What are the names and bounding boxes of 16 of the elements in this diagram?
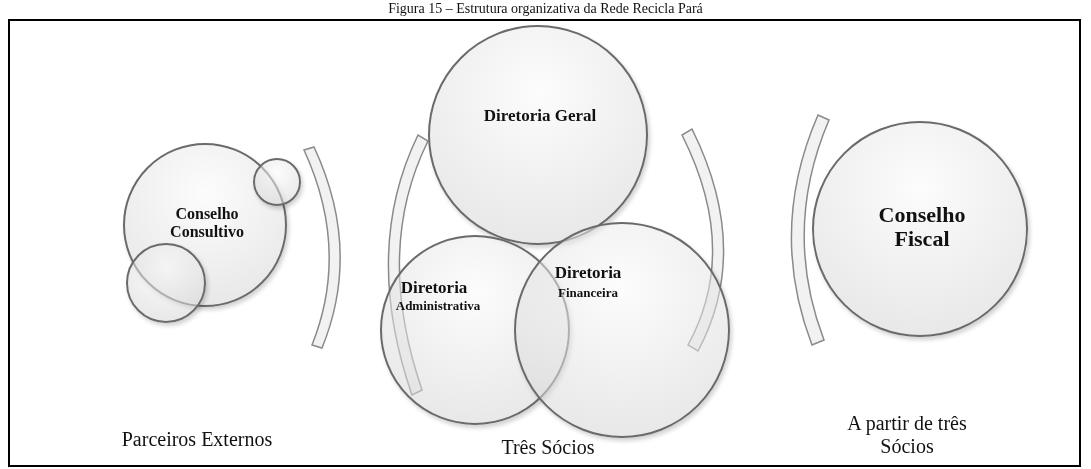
node-title: Diretoria bbox=[554, 264, 622, 283]
node-title: Diretoria Geral bbox=[483, 107, 597, 126]
node-title: Diretoria bbox=[400, 279, 468, 298]
bracket-arc bbox=[790, 114, 830, 346]
group-caption: A partir de três Sócios bbox=[846, 412, 968, 458]
bracket-arc bbox=[303, 146, 341, 349]
circle-shape bbox=[126, 243, 206, 323]
node-title: Conselho Consultivo bbox=[169, 205, 245, 241]
node-title: Conselho Fiscal bbox=[877, 203, 967, 252]
group-caption: Três Sócios bbox=[500, 436, 596, 459]
node-subtitle: Financeira bbox=[558, 286, 618, 301]
figure-title: Figura 15 – Estrutura organizativa da Rede Recicla Pará bbox=[387, 1, 704, 17]
group-caption: Parceiros Externos bbox=[120, 428, 274, 451]
node-subtitle: Administrativa bbox=[395, 299, 481, 314]
circle-shape bbox=[253, 158, 301, 206]
bracket-arc bbox=[681, 128, 725, 352]
